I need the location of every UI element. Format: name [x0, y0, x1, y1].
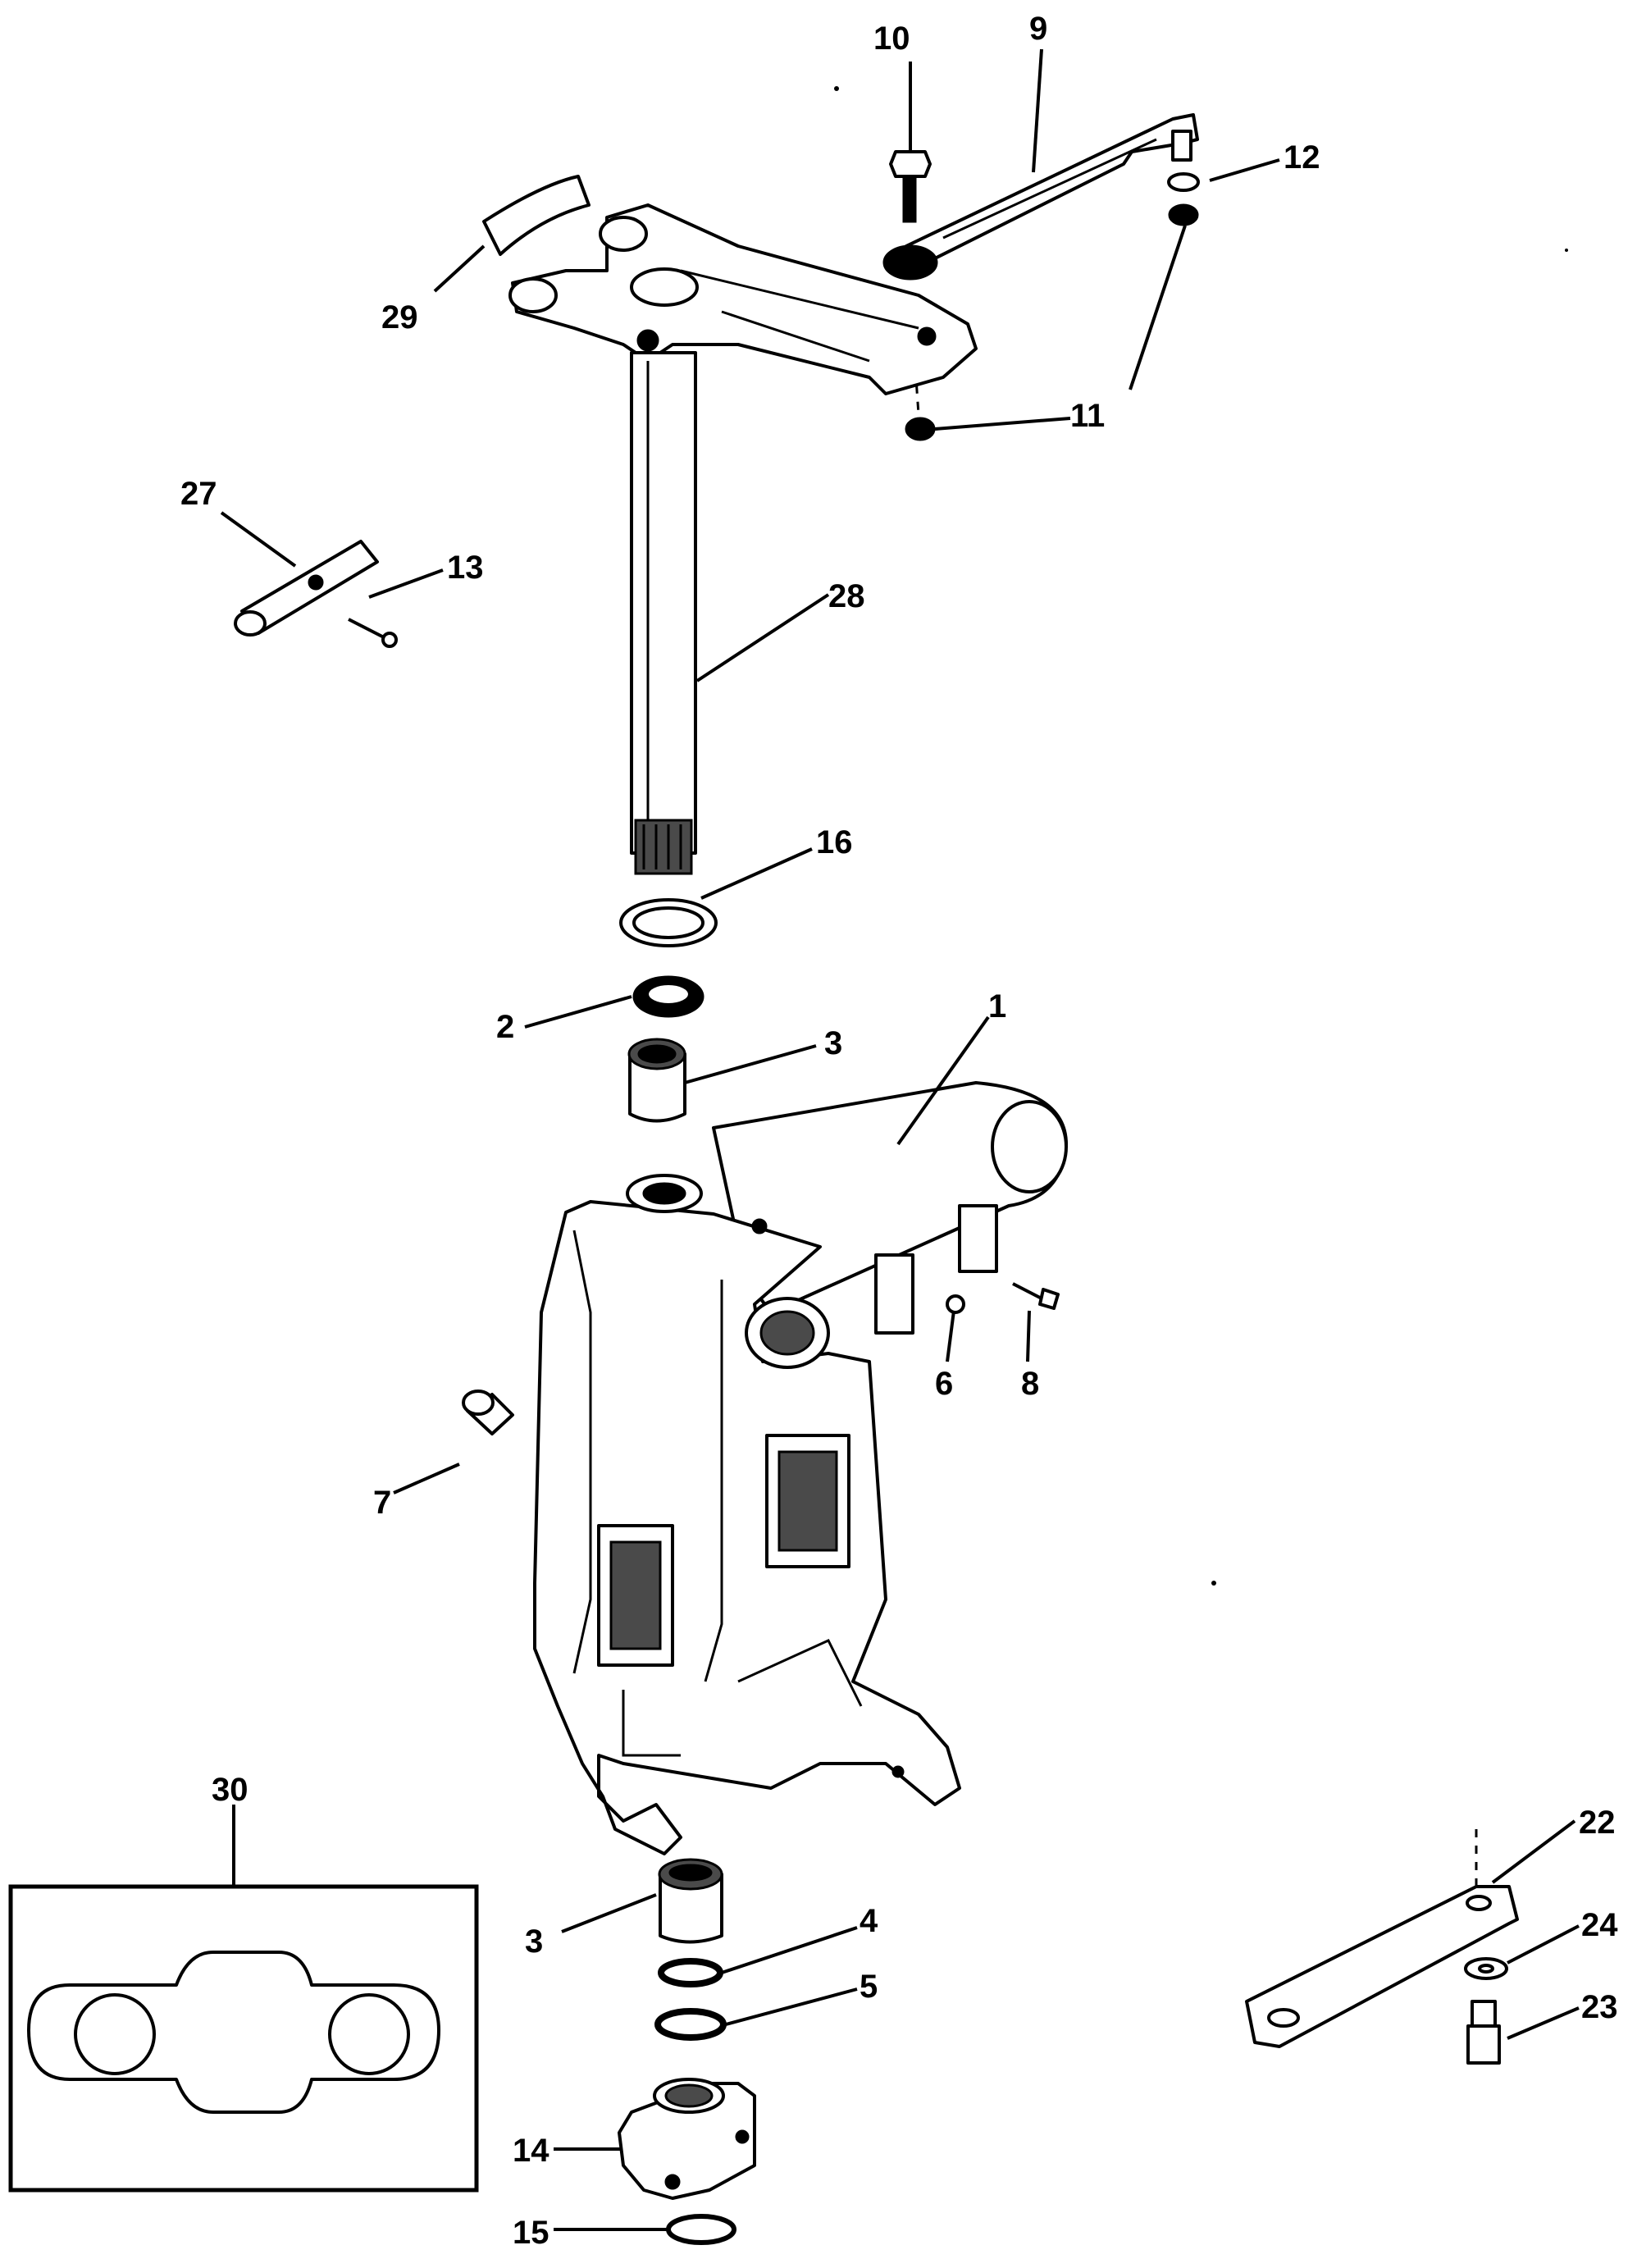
- seal-part-2: [632, 975, 705, 1018]
- speck: [834, 86, 839, 91]
- bushing-part-7: [462, 1390, 514, 1435]
- callout-28: 28: [828, 578, 865, 614]
- callout-13: 13: [447, 550, 484, 586]
- callout-3-lower: 3: [525, 1923, 543, 1960]
- plate-part-22: [1245, 1829, 1519, 2048]
- callout-14: 14: [513, 2133, 549, 2169]
- leader-lines: [220, 48, 1580, 2231]
- callout-15: 15: [513, 2215, 549, 2251]
- washer-part-24: [1464, 1957, 1508, 1980]
- callout-30: 30: [212, 1772, 249, 1808]
- swivel-bracket-part-1: [533, 1081, 1068, 1855]
- callout-27: 27: [180, 476, 217, 512]
- callout-6: 6: [935, 1366, 953, 1402]
- gasket-kit-box-part-30: [8, 1884, 479, 2193]
- pin-part-27: [234, 540, 379, 637]
- washer-part-12: [1167, 172, 1200, 192]
- callout-3-upper: 3: [824, 1025, 842, 1061]
- screw-part-6: [946, 1294, 965, 1314]
- speck: [1565, 249, 1568, 252]
- callout-1: 1: [988, 988, 1006, 1024]
- cotter-pin-part-13: [348, 618, 398, 648]
- thrust-washer-part-16: [619, 898, 718, 947]
- nut-part-11-lower: [905, 417, 936, 441]
- callout-9: 9: [1029, 11, 1047, 47]
- nut-part-11-upper: [1168, 203, 1199, 226]
- steering-yoke: [508, 203, 978, 395]
- steering-link-arm: [882, 113, 1199, 281]
- callout-22: 22: [1579, 1805, 1616, 1841]
- callout-labels: 10 9 12 11 29 27 13 28 16 2 3 1 6 8 7 30…: [180, 11, 1618, 2251]
- bolt-part-10: [889, 150, 932, 223]
- callout-12: 12: [1284, 139, 1320, 176]
- callout-10: 10: [873, 21, 910, 57]
- callout-24: 24: [1581, 1907, 1618, 1943]
- speck: [1211, 1581, 1216, 1586]
- callout-2: 2: [496, 1009, 514, 1045]
- callout-5: 5: [860, 1969, 878, 2005]
- retaining-ring-part-15: [666, 2214, 736, 2245]
- callout-8: 8: [1021, 1366, 1039, 1402]
- lower-yoke-part-14: [618, 2078, 756, 2200]
- bolt-part-8: [1012, 1282, 1060, 1310]
- bushing-part-3-upper: [627, 1038, 686, 1123]
- callout-11: 11: [1070, 398, 1105, 434]
- callout-7: 7: [373, 1485, 391, 1521]
- callout-29: 29: [381, 299, 418, 335]
- bushing-part-3-lower: [658, 1858, 723, 1944]
- tube-cover-part-29: [482, 175, 591, 256]
- steering-tube-part-28: [630, 351, 697, 875]
- callout-4: 4: [860, 1903, 878, 1939]
- callout-16: 16: [816, 824, 853, 860]
- ring-part-4: [658, 1958, 723, 1987]
- bolt-part-23: [1466, 2000, 1501, 2065]
- callout-23: 23: [1581, 1989, 1618, 2025]
- ring-part-5: [654, 2008, 727, 2041]
